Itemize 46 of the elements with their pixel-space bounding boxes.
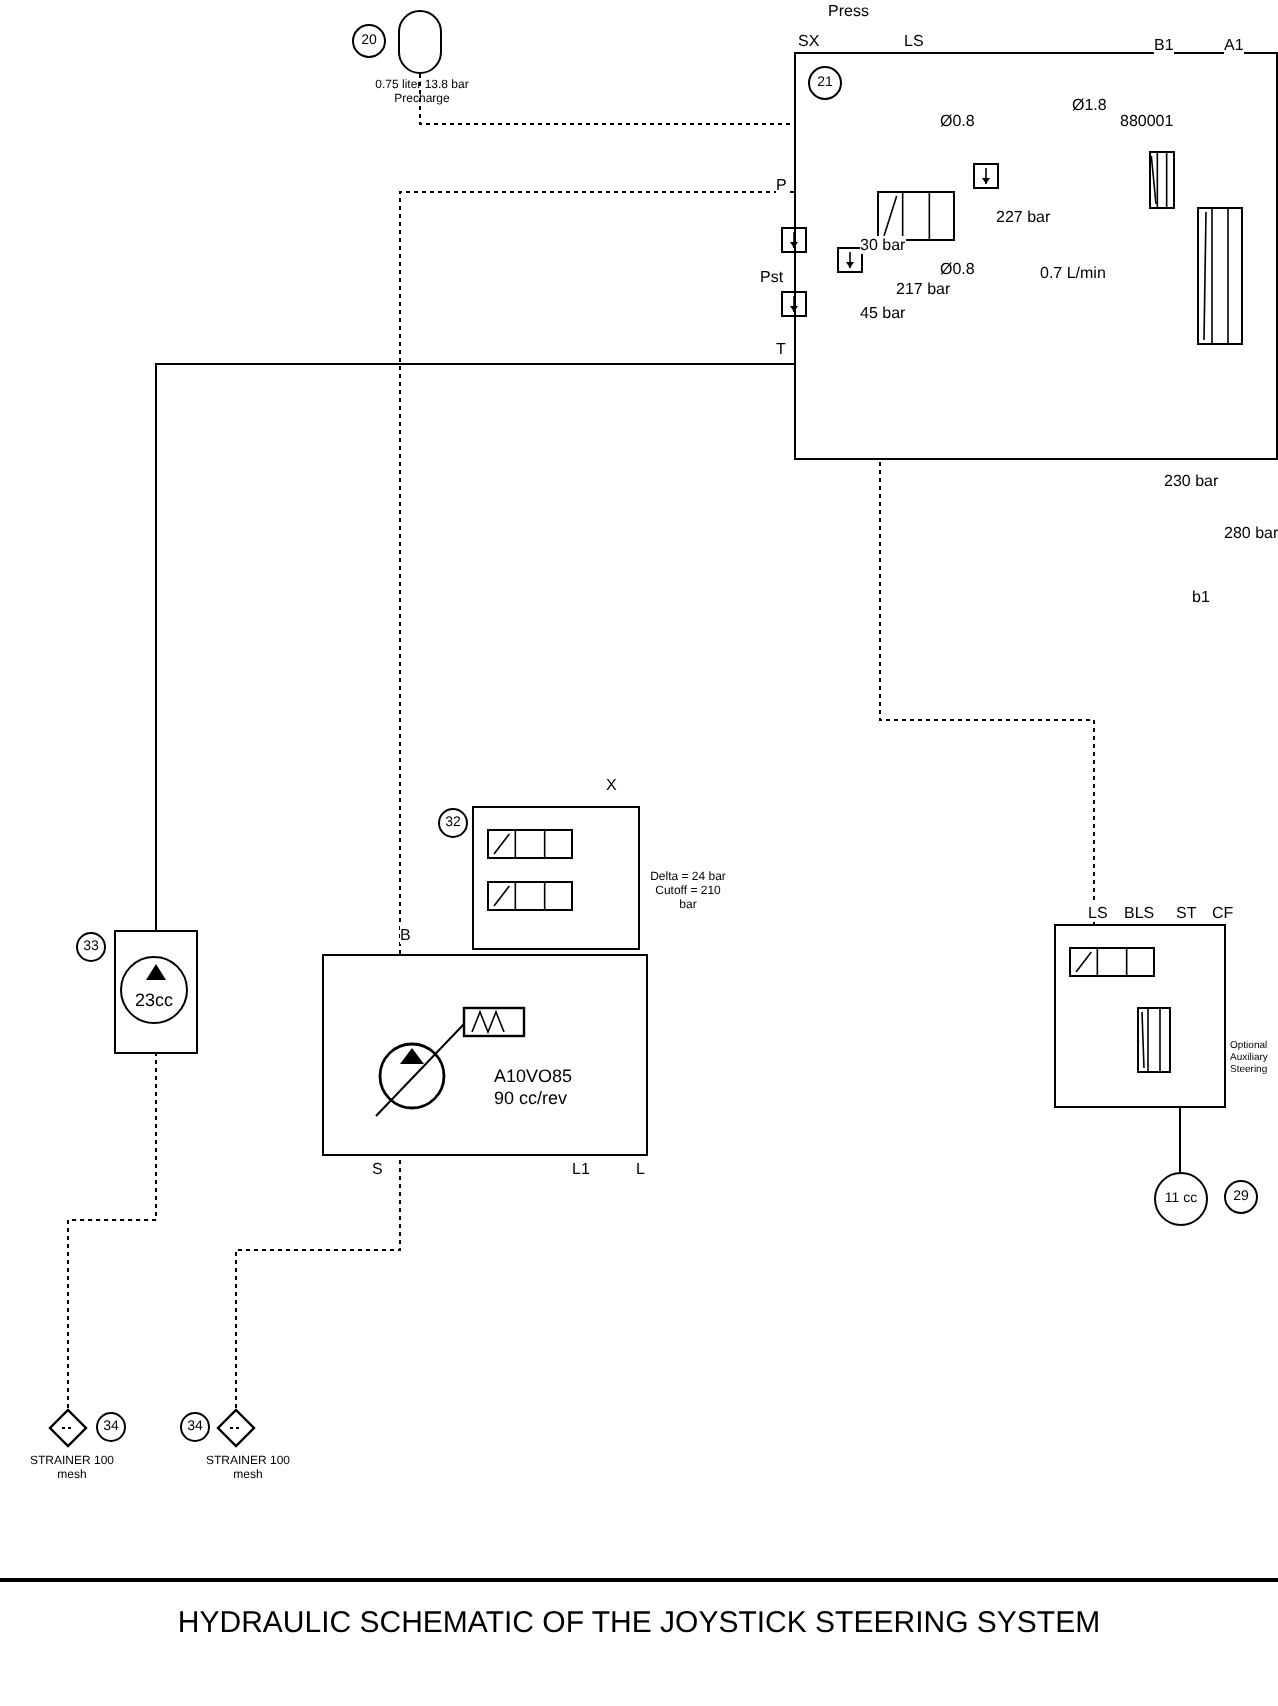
port-label: L1 [572,1160,590,1178]
port-label: S [372,1160,383,1178]
displacement-text: 23cc [120,956,188,1024]
hydraulic-line [67,1053,157,1409]
port-label: LS [904,32,924,50]
hydraulic-line [155,363,795,931]
port-label: X [606,776,617,794]
port-label: LS [1088,904,1108,922]
port-label: ST [1176,904,1197,922]
port-label: B [400,926,411,944]
main-pump-box [322,954,648,1156]
port-label: CF [1212,904,1234,922]
port-label: A1 [1224,36,1244,54]
port-label: BLS [1124,904,1155,922]
diagram-title: HYDRAULIC SCHEMATIC OF THE JOYSTICK STEERING SYSTEM [175,1606,1103,1640]
port-label: Ø0.8 [940,260,975,278]
priority-valve-box [1054,924,1226,1108]
strainer-symbol [48,1408,88,1448]
port-label: 30 bar [860,236,906,254]
port-label: 227 bar [996,208,1051,226]
hydraulic-line [879,459,1095,925]
port-label: 0.7 L/min [1040,264,1106,282]
port-label: B1 [1154,36,1174,54]
hydraulic-line [235,1155,401,1409]
pump-model-text: A10VO85 90 cc/rev [494,1066,575,1110]
port-label: Pst [760,268,784,286]
pressure-control-box [472,806,640,950]
port-label: Ø0.8 [940,112,975,130]
strainer-symbol [216,1408,256,1448]
port-label: b1 [1192,588,1210,606]
hydraulic-line [1179,1107,1181,1173]
port-label: P [776,176,787,194]
port-label: 880001 [1120,112,1174,130]
port-label: 280 bar [1224,524,1278,542]
hydraulic-line [399,191,795,955]
pump-box [114,930,198,1054]
port-label: Press [828,2,869,20]
port-label: 45 bar [860,304,906,322]
accumulator-symbol [398,10,442,74]
port-label: 217 bar [896,280,951,298]
port-label: T [776,340,786,358]
port-label: Ø1.8 [1072,96,1107,114]
port-label: 230 bar [1164,472,1219,490]
port-label: SX [798,32,820,50]
port-label: L [636,1160,645,1178]
hydraulic-line [419,73,795,125]
